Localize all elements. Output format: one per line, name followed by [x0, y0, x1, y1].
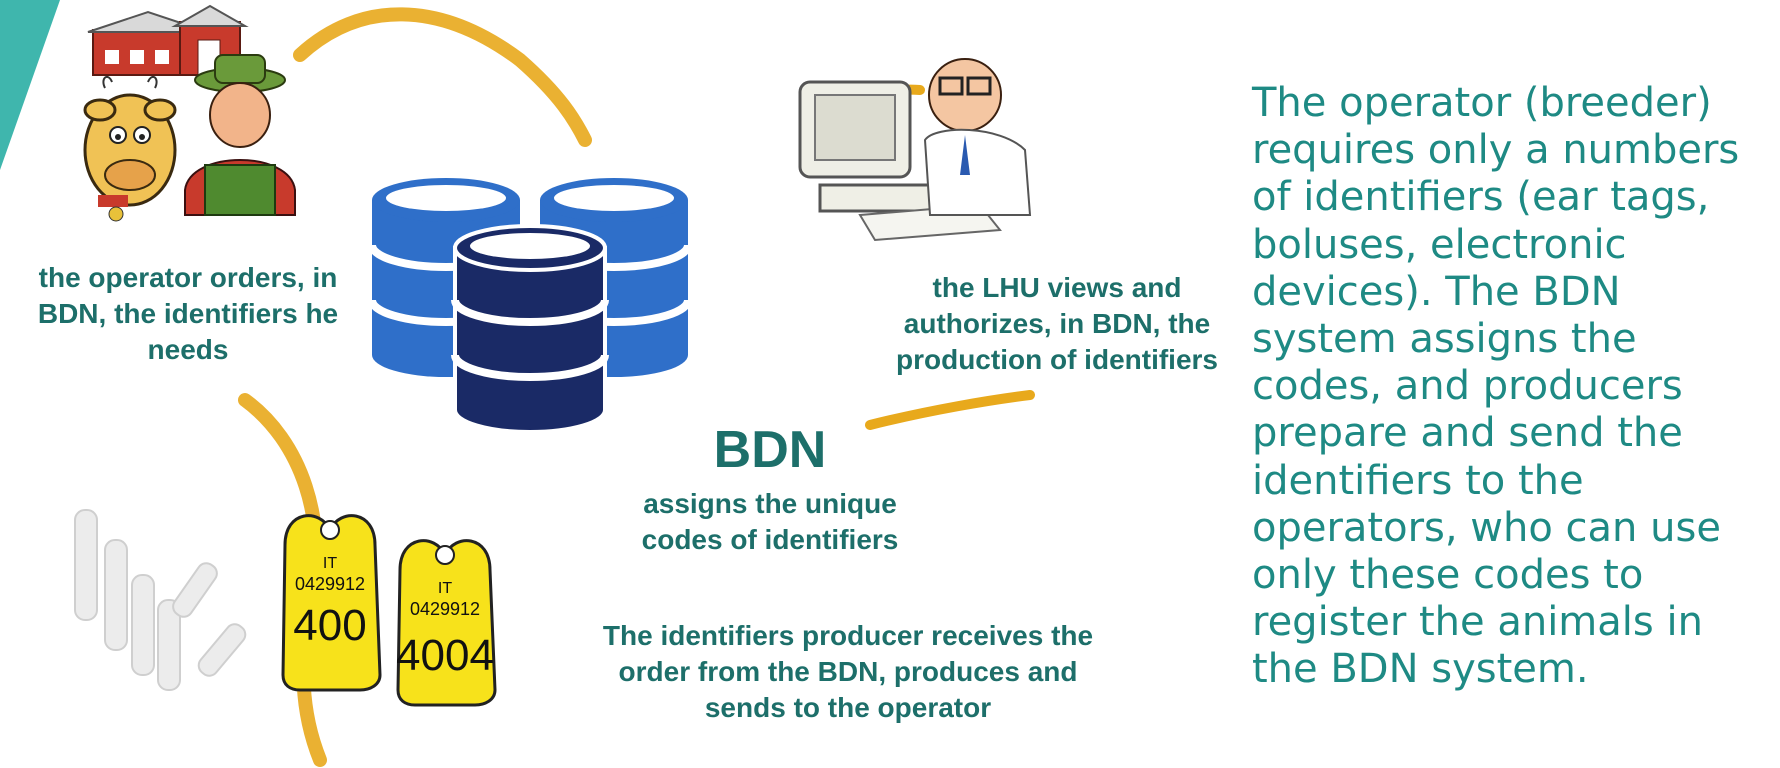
bdn-title: BDN — [713, 421, 827, 479]
bolus-illustration — [74, 509, 247, 691]
side-description: The operator (breeder) requires only a n… — [1252, 80, 1740, 693]
corner-accent — [0, 0, 60, 170]
ear-tag-back-code: 0429912 — [410, 599, 480, 619]
cycle-arc-right-low — [865, 390, 1035, 430]
ear-tag-back-number: 4004 — [396, 631, 494, 680]
computer-user-illustration — [798, 58, 1032, 242]
bdn-subtitle: assigns the unique codes of identifiers — [641, 488, 899, 556]
ear-tag-front-number: 400 — [293, 601, 366, 650]
cycle-arc-top — [293, 7, 592, 147]
step-lhu-label: the LHU views and authorizes, in BDN, th… — [896, 272, 1218, 375]
database-center-icon — [451, 224, 609, 434]
database-icon-group — [368, 178, 692, 434]
ear-tag-front-country: IT — [323, 555, 337, 572]
step-producer-label: The identifiers producer receives the or… — [602, 620, 1094, 723]
ear-tag-back-country: IT — [438, 580, 452, 597]
ear-tags-illustration: IT 0429912 400 IT 0429912 4004 — [281, 514, 497, 707]
farmer-illustration — [184, 54, 296, 216]
ear-tag-front: IT 0429912 400 — [281, 514, 382, 692]
step-operator-label: the operator orders, in BDN, the identif… — [37, 262, 339, 365]
cow-illustration — [83, 75, 177, 222]
ear-tag-back: IT 0429912 4004 — [396, 539, 497, 707]
ear-tag-front-code: 0429912 — [295, 574, 365, 594]
